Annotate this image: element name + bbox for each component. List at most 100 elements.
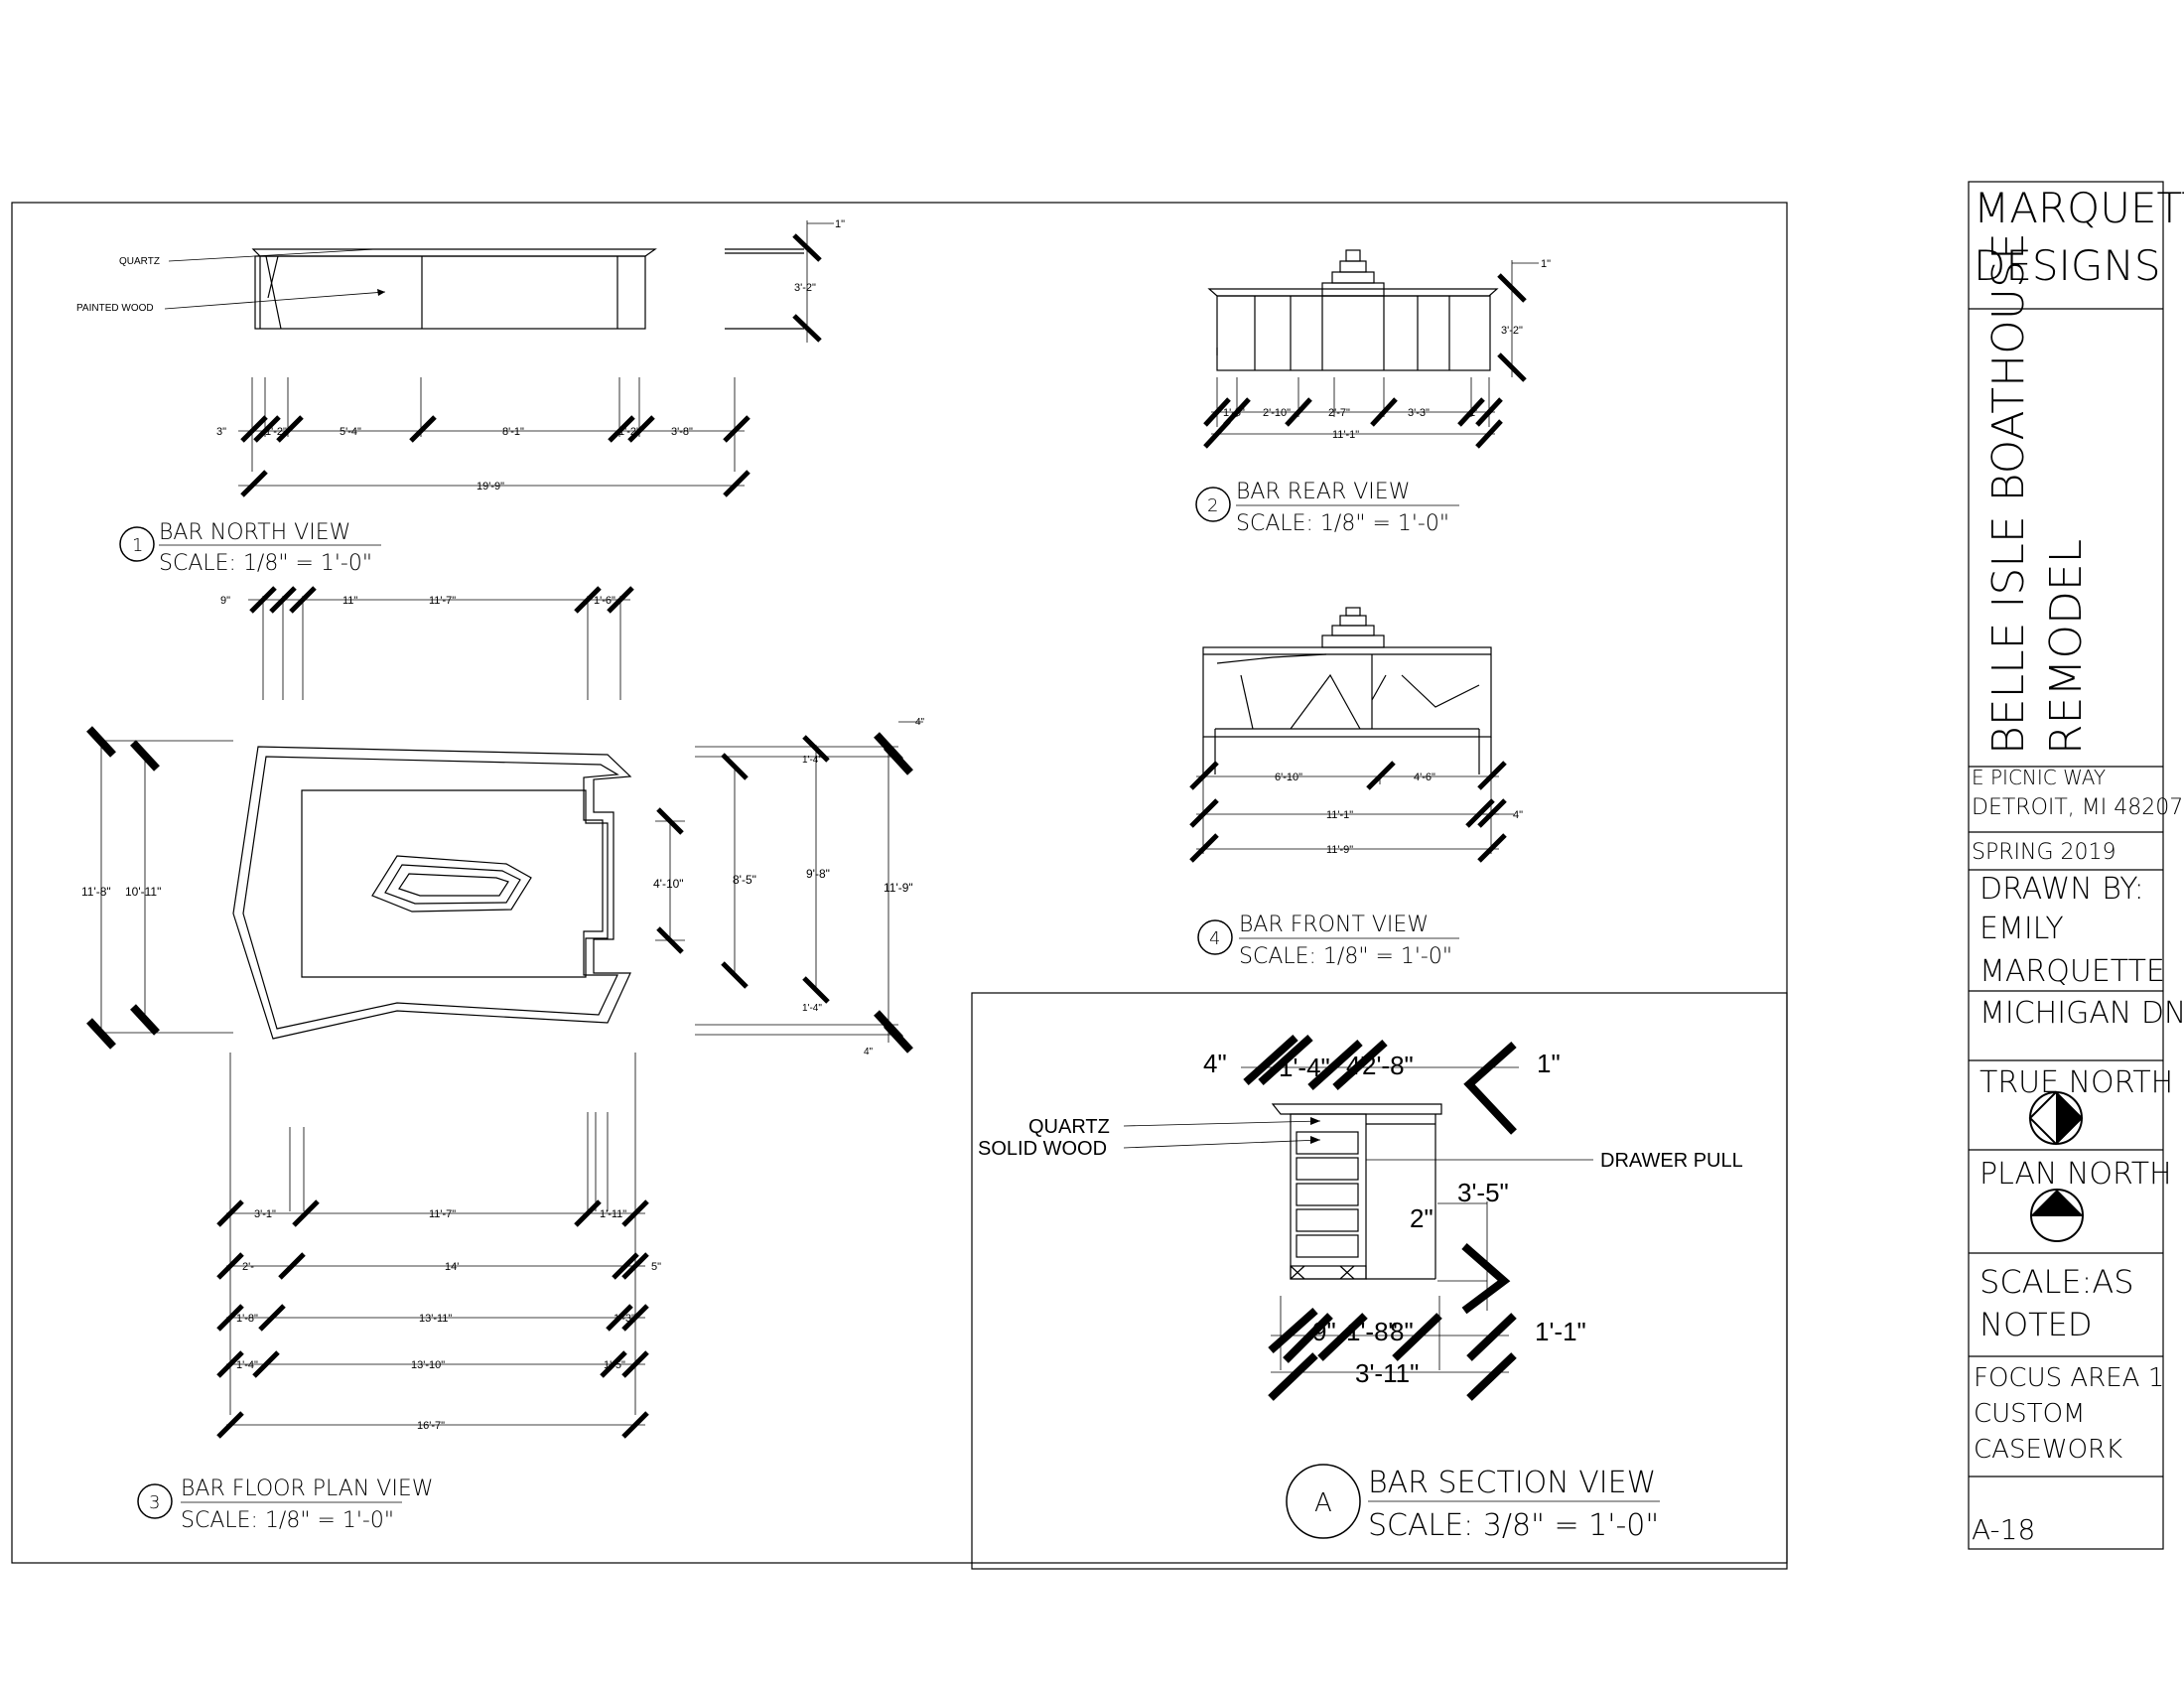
plan-top-dim-0: 9" [220, 595, 230, 607]
section-dim-1-8: 1'-8" [1346, 1317, 1398, 1346]
front-dim-1: 4'-6" [1414, 772, 1435, 783]
plan-bottom-row3-right: 1'-5" [604, 1359, 625, 1371]
section-dim-1-1: 1'-1" [1535, 1317, 1586, 1346]
north-dim-0: 3" [216, 426, 226, 438]
plan-right-dim-0: 4'-10" [653, 877, 684, 891]
plan-top-dim-3: 1'-6" [594, 595, 615, 607]
view-number-bubble [137, 1483, 173, 1519]
section-dim-2-8: 2'-8" [1362, 1051, 1414, 1080]
project-date: SPRING 2019 [1972, 840, 2116, 865]
section-dim-4: 4" [1203, 1049, 1227, 1078]
rear-dim-2: 2'-7" [1328, 407, 1350, 419]
leader-line [164, 291, 386, 310]
plan-left-dims [86, 726, 233, 1050]
drawn-by-name-line1: EMILY [1979, 912, 2064, 946]
section-view-frame [971, 992, 1788, 1570]
front-view-title: BAR FRONT VIEW [1239, 913, 1429, 937]
plan-bottom-row1-left: 2'- [242, 1261, 254, 1273]
north-label-quartz: QUARTZ [119, 256, 160, 267]
true-north-icon [2028, 1090, 2084, 1146]
plan-view-title: BAR FLOOR PLAN VIEW [181, 1477, 434, 1501]
plan-bottom-row0-left: 3'-1" [254, 1208, 276, 1220]
section-label-quartz: QUARTZ [1028, 1116, 1110, 1138]
plan-north-icon [2030, 1189, 2084, 1242]
bar-floor-plan-view: 9" 11" 11'-7" 1'-6" 11'-8" 10'-11" [81, 586, 925, 1533]
bar-north-view: QUARTZ PAINTED WOOD 1" 3'-2" [76, 218, 845, 576]
rear-view-elevation [1207, 249, 1499, 371]
plan-top-dim-2: 11'-7" [429, 595, 456, 607]
address-line2: DETROIT, MI 48207 [1972, 795, 2183, 820]
plan-bottom-row2-right: 1'-3" [614, 1313, 635, 1325]
plan-left-dim-1: 10'-11" [125, 885, 161, 899]
section-drawing [1271, 1103, 1442, 1280]
drawing-border [11, 202, 1788, 1564]
leader-line [1123, 1120, 1321, 1127]
firm-name-line2: DESIGNS [1974, 241, 2161, 290]
rear-dim-top: 1" [1541, 258, 1551, 270]
rear-view-number: 2 [1207, 495, 1218, 516]
plan-north-label: PLAN NORTH [1979, 1157, 2172, 1192]
north-dim-total: 19'-9" [477, 481, 504, 492]
section-top-dims [1241, 1035, 1519, 1135]
north-dim-height: 3'-2" [794, 282, 816, 294]
section-dim-3-11: 3'-11" [1355, 1358, 1419, 1388]
plan-bottom-row2-left: 1'-8" [236, 1313, 258, 1325]
plan-bottom-row1-right: 5" [651, 1261, 661, 1273]
bar-rear-view: 1" 3'-2" 1'-5" 2'-10" 2'-7" 3'-3" 1' [1195, 249, 1551, 536]
section-right-dims [1437, 1201, 1511, 1315]
section-dim-3-5: 3'-5" [1457, 1178, 1509, 1207]
rear-dim-0: 1'-5" [1223, 407, 1245, 419]
sheet-number: A-18 [1972, 1513, 2035, 1546]
plan-bottom-row3-mid: 13'-10" [411, 1359, 445, 1371]
dim-tick [792, 314, 822, 343]
leader-line [1123, 1139, 1321, 1149]
drawn-by-name-line2: MARQUETTE [1979, 954, 2165, 989]
front-view-elevation [1202, 607, 1492, 774]
client-name: MICHIGAN DNR [1979, 996, 2184, 1031]
dim-tick [1497, 352, 1527, 382]
scale-line1: SCALE:AS [1979, 1263, 2134, 1301]
project-name-line1: BELLE ISLE BOATHOUSE [1983, 232, 2034, 755]
leader-arrow [377, 289, 385, 296]
section-view-title: BAR SECTION VIEW [1368, 1466, 1656, 1500]
north-view-elevation [251, 248, 804, 330]
plan-right-dim-6: 4" [864, 1047, 874, 1057]
plan-right-dim-7: 1'-4" [802, 1003, 822, 1014]
view-number-bubble [1197, 919, 1233, 955]
rear-dim-3: 3'-3" [1408, 407, 1430, 419]
front-dim-side: 4" [1513, 809, 1523, 821]
plan-bottom-row0-right: 1'-11" [600, 1208, 626, 1220]
dim-tick [1497, 273, 1527, 303]
scale-line2: NOTED [1979, 1306, 2093, 1343]
north-dim-top: 1" [835, 218, 845, 230]
north-view-number: 1 [132, 535, 143, 556]
focus-line3: CASEWORK [1974, 1435, 2122, 1465]
north-dim-extensions [238, 377, 745, 487]
plan-bottom-row1-mid: 14' [445, 1261, 459, 1273]
plan-bottom-row2-mid: 13'-11" [419, 1313, 452, 1325]
section-dim-8: 8" [1390, 1317, 1414, 1346]
plan-left-dim-0: 11'-8" [81, 885, 111, 899]
north-view-scale: SCALE: 1/8" = 1'-0" [159, 551, 372, 576]
plan-bottom-row0-mid: 11'-7" [429, 1208, 456, 1220]
plan-right-dims [655, 721, 923, 1054]
plan-bottom-row3-left: 1'-4" [236, 1359, 258, 1371]
section-view-letter: A [1314, 1488, 1332, 1518]
section-label-solid-wood: SOLID WOOD [978, 1138, 1107, 1160]
plan-right-dim-1: 8'-5" [733, 873, 756, 887]
north-view-title: BAR NORTH VIEW [159, 520, 350, 545]
north-dim-1: 1'-2" [265, 426, 287, 438]
section-view-scale: SCALE: 3/8" = 1'-0" [1368, 1508, 1659, 1543]
focus-line1: FOCUS AREA 1 [1974, 1363, 2164, 1393]
north-dim-3: 8'-1" [502, 426, 524, 438]
section-label-drawer-pull: DRAWER PULL [1600, 1150, 1743, 1172]
front-dim-mid: 11'-1" [1326, 809, 1353, 821]
leader-arrow [1310, 1136, 1320, 1144]
rear-dim-height: 3'-2" [1501, 325, 1523, 337]
bar-front-view: 6'-10" 4'-6" 11'-1" 4" 11'-9" 4 BAR FRON… [1189, 607, 1523, 969]
front-dim-0: 6'-10" [1275, 772, 1302, 783]
section-bottom-dims [1268, 1296, 1517, 1401]
floor-plan-outline [232, 746, 632, 1040]
bar-section-view: QUARTZ SOLID WOOD DRAWER PULL 4" 1'-4" 4… [978, 1035, 1743, 1543]
